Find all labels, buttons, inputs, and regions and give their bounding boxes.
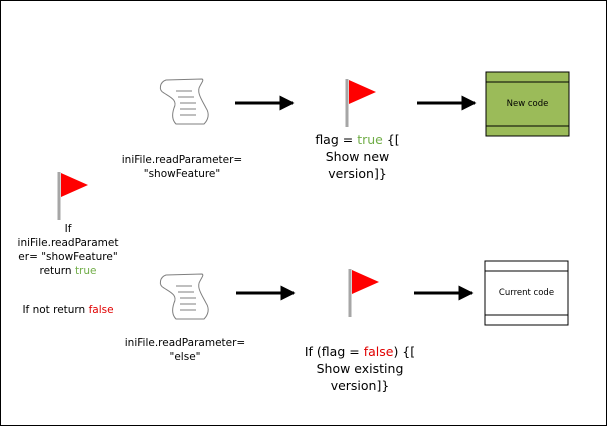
left-true-keyword: true (74, 265, 97, 277)
bottom-flag-condition-text: If (flag = false) {[ Show existing versi… (290, 343, 430, 394)
top-scroll-icon (159, 78, 209, 125)
top-flag-icon (345, 79, 376, 127)
left-else-line: If not return false (22, 304, 114, 316)
top-read-parameter-text: iniFile.readParameter= "showFeature" (121, 154, 243, 180)
left-condition-line-3: er= "showFeature" (18, 251, 118, 263)
left-if-keyword: If (64, 223, 72, 235)
top-true-keyword: true (357, 132, 383, 147)
top-flag-assignment: flag = true {[ (315, 132, 400, 147)
left-flag-icon (57, 172, 88, 220)
current-code-box (484, 260, 569, 326)
new-code-label: New code (506, 99, 549, 109)
bottom-read-parameter-text: iniFile.readParameter= "else" (124, 337, 246, 363)
left-condition-line-2: iniFile.readParamet (17, 237, 119, 249)
new-code-box (485, 71, 570, 137)
top-flag-condition-text: flag = true {[ Show new version]} (295, 131, 420, 182)
left-condition-text: If iniFile.readParamet er= "showFeature"… (8, 222, 128, 278)
bottom-flag-comparison: If (flag = false) {[ (304, 344, 416, 359)
left-return-line: return true (39, 265, 97, 277)
bottom-false-keyword: false (363, 344, 394, 359)
left-false-keyword: false (88, 304, 114, 316)
current-code-label: Current code (498, 288, 555, 298)
bottom-flag-icon (348, 269, 379, 317)
bottom-scroll-icon (159, 273, 209, 320)
